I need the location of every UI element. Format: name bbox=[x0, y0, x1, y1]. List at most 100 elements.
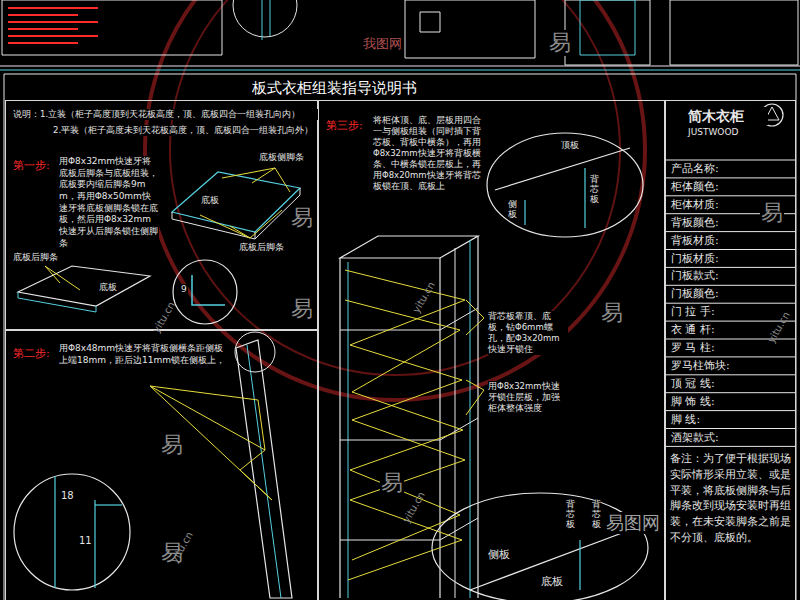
leader-line bbox=[150, 386, 272, 500]
table-line bbox=[665, 428, 795, 429]
detail-circle bbox=[173, 260, 237, 324]
panel-edge bbox=[95, 504, 122, 505]
table-cell: 酒架款式: bbox=[670, 431, 720, 444]
table-cell: 门 拉 手: bbox=[670, 305, 716, 318]
step-heading: 第一步: bbox=[13, 159, 59, 173]
frame-rect bbox=[580, 0, 635, 55]
cabinet bbox=[470, 240, 471, 598]
panel-edge bbox=[54, 476, 55, 588]
drawing-line bbox=[0, 70, 800, 71]
table-line bbox=[665, 249, 795, 250]
part-label: 底板后脚条 bbox=[12, 252, 59, 263]
shelf bbox=[340, 308, 478, 330]
cabinet bbox=[340, 236, 478, 258]
watermark: 易 bbox=[760, 200, 784, 226]
frame-rect bbox=[565, 0, 650, 65]
table-line bbox=[665, 446, 795, 447]
instruction-text: 背芯板靠顶、底板，钻Φ6mm螺孔，配Φ3x20mm快速牙锁住 bbox=[488, 311, 568, 355]
leader-line bbox=[250, 210, 282, 238]
table-cell: 门板材质: bbox=[670, 252, 720, 265]
bottom-board bbox=[18, 292, 96, 312]
watermark: 易 bbox=[380, 470, 404, 496]
instruction-text: 简木衣柜 bbox=[688, 107, 768, 125]
leader-line bbox=[466, 318, 484, 335]
table-line bbox=[665, 374, 795, 375]
leader-line bbox=[466, 300, 484, 318]
table-cell: 衣 通 杆: bbox=[670, 323, 716, 336]
zoom-ellipse bbox=[487, 133, 643, 237]
instruction-text: JUSTWOOD bbox=[688, 127, 768, 139]
screw-guide bbox=[345, 270, 465, 580]
instruction-text: 2.平装（柜子高度未到天花板高度，顶、底板四合一组装孔向外） bbox=[53, 125, 317, 136]
part-label: 背芯板 bbox=[566, 500, 575, 530]
part-label: 底板侧脚条 bbox=[258, 152, 305, 163]
note-scribble bbox=[8, 14, 78, 16]
cabinet bbox=[339, 258, 340, 598]
leader-line bbox=[45, 266, 80, 290]
note-scribble bbox=[8, 35, 98, 37]
back-panel bbox=[524, 200, 525, 225]
watermark: 易图网 bbox=[605, 512, 661, 534]
side-panel bbox=[236, 340, 292, 598]
watermark-ring bbox=[170, 0, 620, 375]
note-scribble bbox=[8, 42, 78, 44]
drawing-line bbox=[0, 66, 800, 67]
back-panel bbox=[579, 540, 580, 590]
table-cell: 柜体材质: bbox=[670, 198, 720, 211]
part-label: 11 bbox=[78, 535, 93, 547]
cabinet bbox=[348, 262, 349, 598]
table-line bbox=[665, 231, 795, 232]
watermark: 易 bbox=[548, 30, 572, 56]
table-line bbox=[665, 160, 795, 161]
table-cell: 柜体颜色: bbox=[670, 180, 720, 193]
instruction-text: 用Φ8x32mm快速牙锁住层板，加强柜体整体强度 bbox=[488, 381, 568, 414]
table-line bbox=[665, 195, 795, 196]
shelf bbox=[340, 418, 478, 440]
table-cell: 背板颜色: bbox=[670, 216, 720, 229]
detail-circle bbox=[233, 0, 297, 37]
drawing-line bbox=[262, 0, 263, 40]
frame-rect bbox=[2, 0, 222, 55]
top-board bbox=[495, 148, 630, 190]
part-label: 顶板 bbox=[560, 140, 580, 151]
bottom-board bbox=[470, 530, 630, 590]
leader-line bbox=[150, 386, 258, 400]
table-cell: 产品名称: bbox=[670, 162, 720, 175]
corner-detail bbox=[192, 275, 225, 305]
table-line bbox=[665, 356, 795, 357]
zoom-ellipse bbox=[432, 493, 648, 600]
table-cell: 门板款式: bbox=[670, 269, 720, 282]
bottom-board bbox=[18, 266, 150, 306]
part-label: 底板后脚条 bbox=[238, 242, 285, 253]
step-heading: 第三步: bbox=[326, 119, 372, 133]
table-cell: 脚 线: bbox=[670, 413, 701, 426]
cabinet bbox=[455, 248, 456, 598]
note-scribble bbox=[8, 7, 98, 9]
panel-edge bbox=[94, 500, 95, 588]
watermark: 易 bbox=[160, 432, 184, 458]
watermark: 易 bbox=[290, 205, 314, 231]
watermark: yitu.cn bbox=[765, 309, 793, 346]
remark-note: 备注：为了便于根据现场实际情形采用立装、或是平装，将底板侧脚条与后脚条改到现场安… bbox=[669, 451, 795, 546]
side-panel bbox=[247, 345, 281, 598]
frame-rect bbox=[670, 0, 798, 65]
watermark: yitu.cn bbox=[400, 489, 428, 526]
title: 板式衣柜组装指导说明书 bbox=[4, 79, 664, 99]
part-label: 背芯板 bbox=[590, 175, 599, 205]
table-cell: 罗马柱饰块: bbox=[670, 359, 731, 372]
leader-line bbox=[252, 168, 275, 183]
table-cell: 顶 冠 线: bbox=[670, 377, 716, 390]
step-heading: 第二步: bbox=[13, 347, 59, 361]
part-label: 底板 bbox=[540, 575, 564, 588]
table-line bbox=[665, 410, 795, 411]
table-line bbox=[665, 285, 795, 286]
bottom-board bbox=[172, 172, 300, 232]
note-scribble bbox=[8, 28, 78, 30]
leader-line bbox=[466, 390, 484, 415]
watermark-ring bbox=[145, 0, 645, 400]
table-line bbox=[665, 267, 795, 268]
watermark: 我图网 bbox=[362, 36, 403, 52]
outer-frame bbox=[4, 74, 796, 600]
leader-line bbox=[466, 380, 484, 390]
instruction-text: 将柜体顶、底、层板用四合一与侧板组装（同时插下背芯板、背板中横条），再用Φ8x3… bbox=[373, 115, 481, 192]
